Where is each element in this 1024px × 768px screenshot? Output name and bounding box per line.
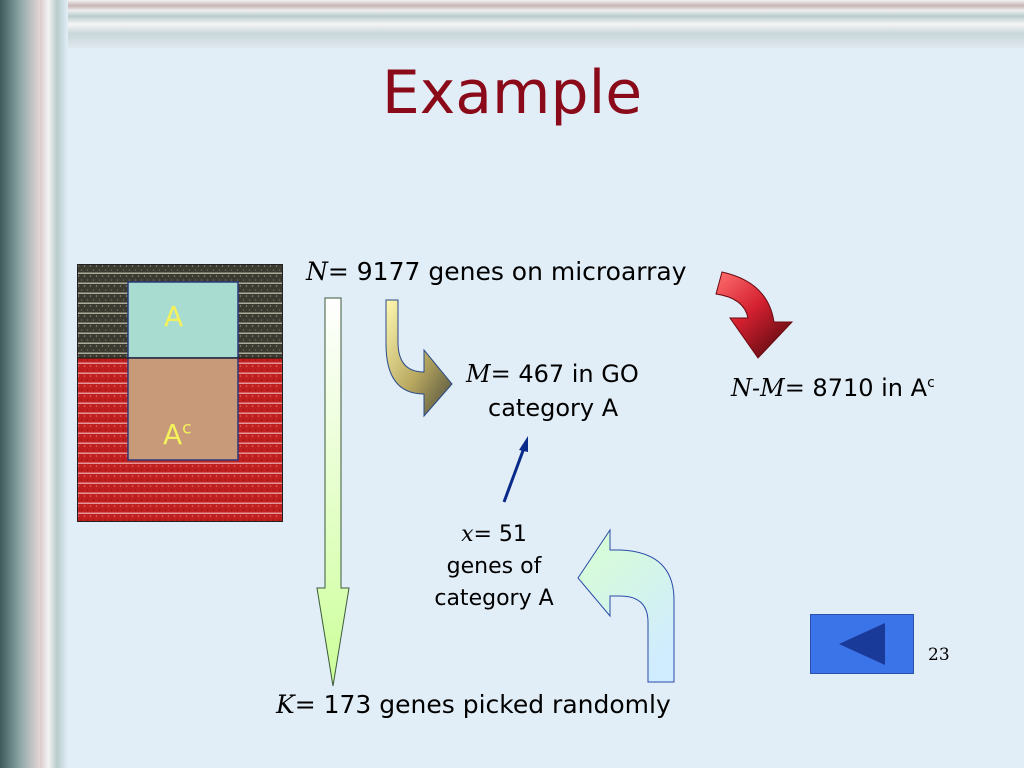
- sample-box-in-a: [127, 281, 239, 359]
- down-arrow-icon: [316, 297, 350, 687]
- triangle-left-icon: [839, 623, 885, 665]
- slide-title: Example: [381, 58, 643, 128]
- small-arrow-head-icon: [519, 436, 528, 452]
- n-minus-m-label: N-M= 8710 in Ac: [731, 374, 935, 402]
- page-number: 23: [928, 645, 950, 665]
- curved-arrow-n-to-nm-icon: [715, 271, 794, 359]
- n-label: N= 9177 genes on microarray: [306, 257, 687, 286]
- small-arrow-x-to-m-icon: [502, 447, 526, 503]
- slide-frame-left: [40, 0, 68, 768]
- set-ac-label: Ac: [163, 418, 192, 451]
- slide-frame-top: [40, 0, 1024, 48]
- k-label: K= 173 genes picked randomly: [276, 690, 671, 719]
- set-a-label: A: [164, 300, 184, 333]
- previous-slide-button[interactable]: [810, 614, 914, 674]
- curved-arrow-n-to-m-icon: [385, 299, 453, 418]
- x-label: x= 51 genes of category A: [434, 522, 554, 611]
- curved-arrow-k-to-x-icon: [577, 528, 675, 683]
- gene-set-diagram: [77, 264, 283, 522]
- m-label: M= 467 in GO category A: [466, 360, 639, 422]
